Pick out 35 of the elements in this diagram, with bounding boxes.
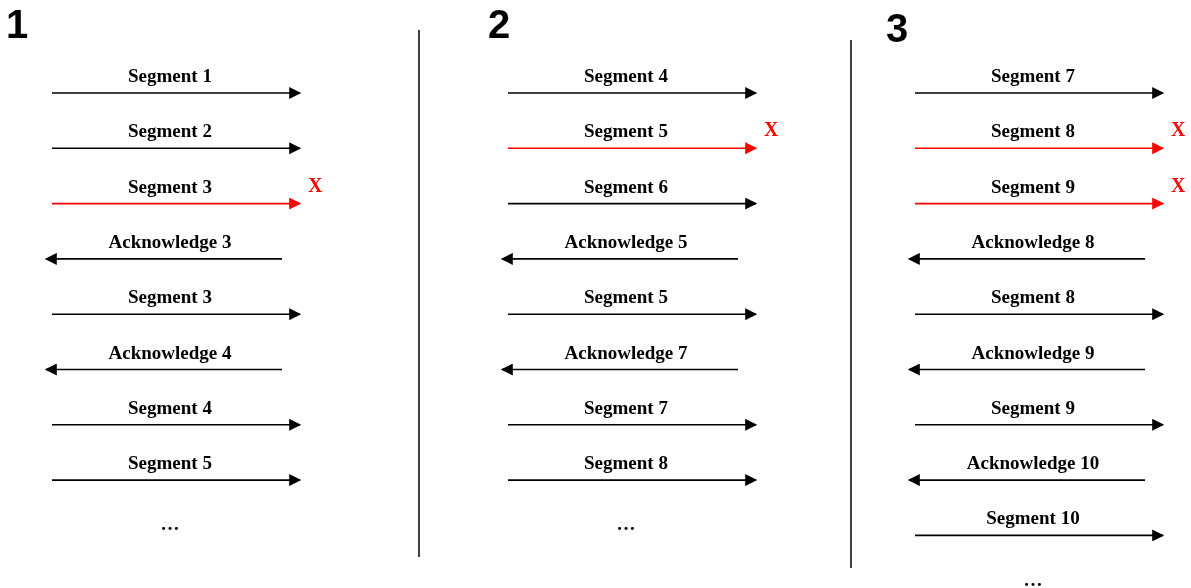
message-label: Acknowledge 3	[108, 230, 232, 253]
message-label: Segment 6	[584, 175, 668, 198]
message-label: Segment 8	[584, 452, 668, 475]
message-label: Segment 3	[128, 175, 212, 198]
message-label: Segment 4	[584, 65, 668, 87]
message-label: Acknowledge 10	[966, 452, 1100, 475]
message-label: Segment 8	[991, 120, 1075, 143]
message-label: Segment 9	[991, 175, 1075, 198]
message-label: Acknowledge 5	[564, 230, 688, 253]
message-label: Segment 5	[584, 120, 668, 143]
loss-mark: X	[1171, 173, 1186, 196]
message-label: Segment 8	[991, 286, 1075, 309]
panel-number: 2	[488, 2, 511, 46]
message-label: Acknowledge 7	[564, 341, 688, 364]
message-label: Segment 4	[128, 396, 212, 419]
loss-mark: X	[308, 173, 323, 196]
ellipsis: …	[1023, 568, 1043, 588]
message-label: Acknowledge 8	[971, 230, 1095, 253]
loss-mark: X	[764, 118, 779, 141]
message-label: Segment 5	[128, 452, 212, 475]
message-label: Segment 9	[991, 396, 1075, 419]
panel-number: 3	[886, 6, 909, 50]
message-label: Segment 2	[128, 120, 212, 143]
message-label: Segment 7	[991, 65, 1075, 87]
ellipsis: …	[160, 513, 180, 536]
message-label: Segment 5	[584, 286, 668, 309]
loss-mark: X	[1171, 118, 1186, 141]
panel-number: 1	[6, 2, 29, 46]
message-label: Segment 10	[986, 507, 1080, 530]
message-label: Segment 1	[128, 65, 212, 87]
message-label: Acknowledge 9	[971, 341, 1095, 364]
message-label: Segment 3	[128, 286, 212, 309]
message-label: Acknowledge 4	[108, 341, 232, 364]
message-label: Segment 7	[584, 396, 668, 419]
ellipsis: …	[616, 513, 636, 536]
